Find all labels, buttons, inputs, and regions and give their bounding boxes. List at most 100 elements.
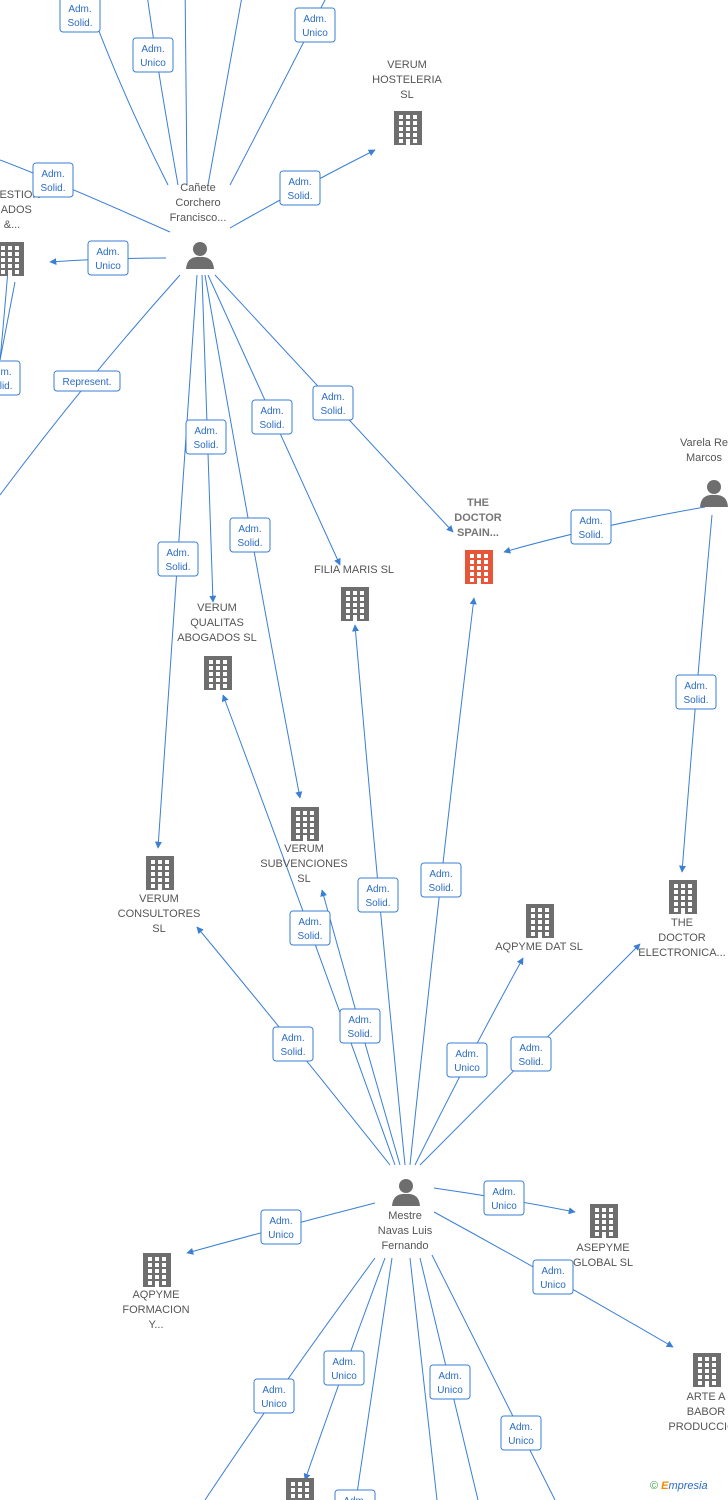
building-window: [360, 609, 364, 613]
building-window: [223, 672, 227, 676]
building-window: [291, 1482, 295, 1486]
edge-label[interactable]: Adm.Solid.: [510, 1036, 552, 1072]
building-window: [545, 932, 549, 936]
edge-label-text: Adm.: [684, 681, 707, 692]
building-window: [151, 878, 155, 882]
node-aqpyme-dat[interactable]: AQPYME DAT SL: [495, 904, 583, 953]
edge-label[interactable]: Adm.Unico: [323, 1350, 365, 1386]
building-window: [698, 1363, 702, 1367]
edge-label[interactable]: Adm.Unico: [483, 1180, 525, 1216]
building-door: [602, 1232, 606, 1238]
building-window: [674, 896, 678, 900]
edge-label-text: Solid.: [287, 191, 312, 202]
building-window: [155, 1257, 159, 1261]
edge-label[interactable]: Adm.Solid.: [675, 674, 717, 710]
edge-label[interactable]: Adm.Solid.: [157, 541, 199, 577]
edge-label[interactable]: Adm.Unico: [253, 1378, 295, 1414]
building-window: [310, 829, 314, 833]
node-label: SL: [297, 873, 310, 885]
edge-label[interactable]: Adm.Unico: [429, 1364, 471, 1400]
edge-label[interactable]: Adm.Unico: [87, 240, 129, 276]
node-gestion[interactable]: AGESTIONGADOS&...: [0, 189, 40, 276]
edge-label[interactable]: Adm.Solid.: [289, 910, 331, 946]
edge-label-text: Unico: [540, 1280, 566, 1291]
edge-label[interactable]: Represent.: [53, 370, 121, 392]
building-window: [484, 578, 488, 582]
edge-label[interactable]: Adm.Solid.: [420, 862, 462, 898]
building-icon: [146, 856, 174, 890]
building-window: [1, 264, 5, 268]
building-window: [346, 615, 350, 619]
edge-label[interactable]: Adm.Solid.: [251, 399, 293, 435]
edge-label[interactable]: Adm.Solid.: [185, 419, 227, 455]
edge-label[interactable]: Adm.Solid.: [570, 509, 612, 545]
building-icon: [526, 904, 554, 938]
edge-label-text: Unico: [491, 1201, 517, 1212]
edge-label-text: Unico: [261, 1399, 287, 1410]
building-window: [399, 133, 403, 137]
edge-label[interactable]: Adm.Solid.: [32, 162, 74, 198]
building-window: [602, 1208, 606, 1212]
edge-label[interactable]: Adm.Solid.: [339, 1008, 381, 1044]
building-window: [158, 878, 162, 882]
building-door: [353, 615, 357, 621]
edge-label[interactable]: Adm.Solid.: [357, 877, 399, 913]
edge-label-text: Adm.: [321, 392, 344, 403]
edge-label-box: [32, 162, 74, 198]
edge-label[interactable]: Adm.Unico: [260, 1209, 302, 1245]
node-label: CONSULTORES: [118, 908, 201, 920]
edge-label-text: Represent.: [63, 377, 112, 388]
building-window: [155, 1275, 159, 1279]
edge-label[interactable]: Adm.: [334, 1489, 376, 1500]
node-label: Fernando: [381, 1240, 428, 1252]
building-window: [353, 597, 357, 601]
building-window: [413, 139, 417, 143]
node-bottom-company[interactable]: [286, 1478, 314, 1500]
edge-label[interactable]: Adm.Unico: [446, 1042, 488, 1078]
building-icon: [465, 550, 493, 584]
edge-label[interactable]: Adm.Unico: [500, 1415, 542, 1451]
edge-label-text: Adm.: [332, 1357, 355, 1368]
building-window: [8, 258, 12, 262]
node-the-doctor-spain[interactable]: THEDOCTORSPAIN...: [454, 497, 502, 584]
building-door: [155, 1281, 159, 1287]
edge-label[interactable]: Adm.Solid.: [59, 0, 101, 33]
node-the-doctor-electronica[interactable]: THEDOCTORELECTRONICA...: [638, 880, 726, 959]
building-window: [298, 1494, 302, 1498]
edge-label[interactable]: Adm.Solid.: [0, 360, 21, 396]
node-label: AGESTION: [0, 189, 40, 201]
node-canete[interactable]: CañeteCorcheroFrancisco...: [170, 182, 227, 269]
building-window: [310, 823, 314, 827]
building-window: [609, 1208, 613, 1212]
node-arte-a-babor[interactable]: ARTE ABABORPRODUCCION: [668, 1353, 728, 1433]
empresia-logo[interactable]: ©Empresia: [650, 1480, 708, 1492]
edge-label[interactable]: Adm.Solid.: [312, 385, 354, 421]
node-label: VERUM: [387, 59, 427, 71]
edge-label-text: Adm.: [303, 14, 326, 25]
edge-label[interactable]: Adm.Solid.: [272, 1026, 314, 1062]
edge-label-text: Adm.: [0, 367, 12, 378]
building-window: [698, 1381, 702, 1385]
node-filia-maris[interactable]: FILIA MARIS SL: [314, 564, 394, 621]
edge-label-box: [0, 360, 21, 396]
edge-label[interactable]: Adm.Unico: [132, 37, 174, 73]
building-window: [165, 884, 169, 888]
building-window: [712, 1357, 716, 1361]
edge-label[interactable]: Adm.Unico: [532, 1259, 574, 1295]
node-label: Cañete: [180, 182, 215, 194]
edge-label[interactable]: Adm.Solid.: [229, 517, 271, 553]
edge-label[interactable]: Adm.Unico: [294, 7, 336, 43]
node-aqpyme-formacion[interactable]: AQPYMEFORMACIONY...: [122, 1253, 190, 1331]
edge-label-box: [500, 1415, 542, 1451]
node-label: SUBVENCIONES: [260, 858, 347, 870]
edge-label[interactable]: Adm.Solid.: [279, 170, 321, 206]
building-window: [484, 566, 488, 570]
